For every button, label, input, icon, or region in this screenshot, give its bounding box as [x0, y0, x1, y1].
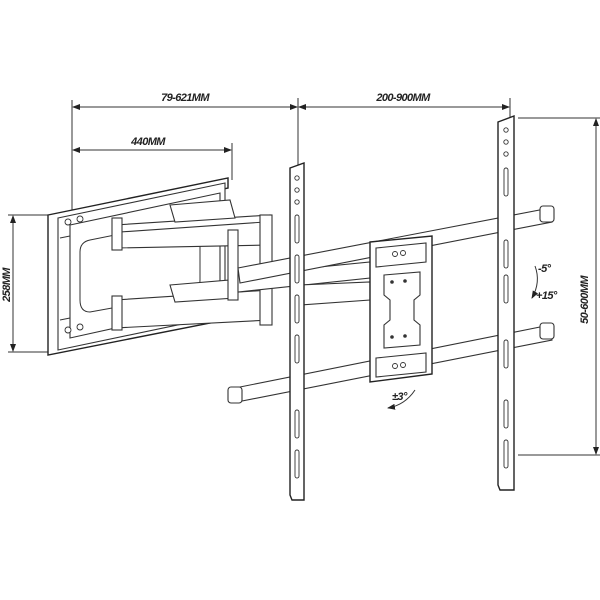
wall-plate-height-label: 258MM	[1, 267, 13, 303]
arm-extension-label: 79-621MM	[161, 92, 210, 104]
tilt-down-label: +15°	[536, 290, 558, 302]
rotation-arrow-icon	[387, 389, 416, 410]
horizontal-span-label: 200-900MM	[375, 92, 431, 104]
rotation-label: ±3°	[392, 391, 408, 403]
articulating-arms	[111, 199, 371, 331]
tilt-arrow-icon	[531, 265, 539, 299]
arm-depth-label: 440MM	[130, 136, 166, 148]
vertical-span-label: 50-600MM	[579, 275, 591, 324]
tilt-up-label: -5°	[538, 263, 552, 275]
dimension-lines	[8, 98, 600, 456]
vertical-rails	[289, 114, 515, 501]
tilt-head-plate	[369, 235, 433, 383]
